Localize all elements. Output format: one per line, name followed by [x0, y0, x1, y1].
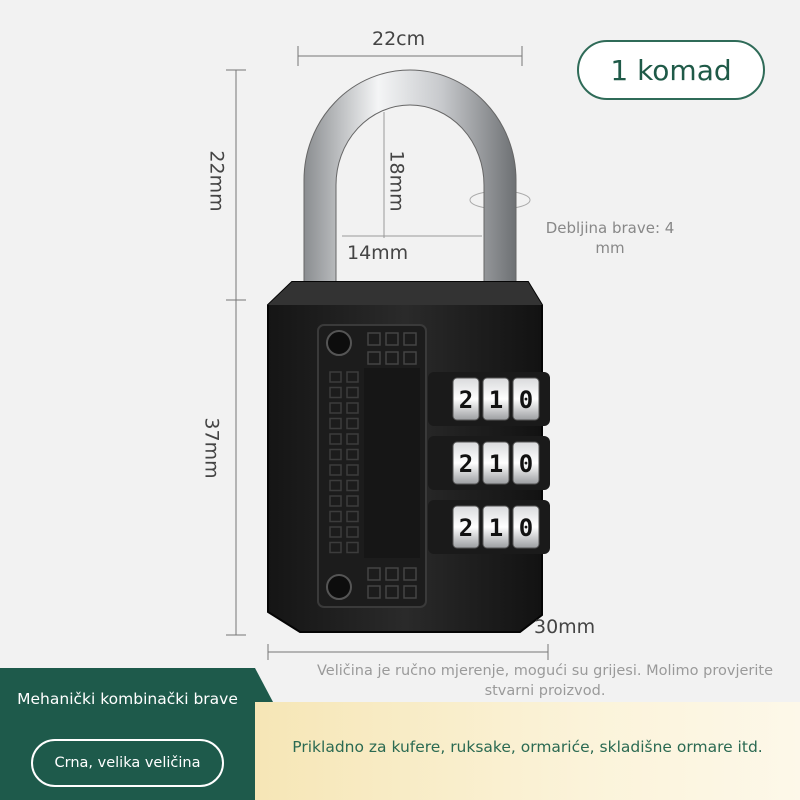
dial-digit: 1 — [489, 450, 503, 478]
dial-wheel — [482, 505, 510, 549]
dim-shackle-height: 22mm — [205, 150, 228, 212]
footer-gold-panel — [255, 702, 800, 800]
thickness-label: Debljina brave: 4 mm — [545, 219, 675, 257]
dial-digit: 1 — [489, 514, 503, 542]
dial-wheel — [512, 441, 540, 485]
shackle — [303, 69, 517, 296]
dial-wheel — [452, 377, 480, 421]
dial-digit: 0 — [519, 386, 533, 414]
screw-top — [326, 330, 352, 356]
dial-wheel — [512, 377, 540, 421]
dim-body-height: 37mm — [200, 417, 223, 479]
dial-digit: 1 — [489, 386, 503, 414]
dim-inner-height: 18mm — [385, 150, 408, 212]
dial-digit: 2 — [459, 386, 473, 414]
quantity-badge: 1 komad — [577, 40, 765, 100]
product-title: Mehanički kombinački brave — [17, 690, 238, 708]
usage-text: Prikladno za kufere, ruksake, ormariće, … — [292, 738, 763, 756]
variant-pill: Crna, velika veličina — [31, 739, 224, 787]
screw-bottom — [326, 574, 352, 600]
dial-wheel — [452, 505, 480, 549]
dial-wheel — [482, 377, 510, 421]
dial-wheel — [482, 441, 510, 485]
dial-digit: 0 — [519, 450, 533, 478]
dial-digit: 2 — [459, 450, 473, 478]
dial-wheel — [512, 505, 540, 549]
dim-body-width: 30mm — [534, 616, 596, 638]
dim-inner-width: 14mm — [347, 242, 409, 264]
dial-digit: 2 — [459, 514, 473, 542]
measurement-note: Veličina je ručno mjerenje, mogući su gr… — [317, 663, 773, 699]
dim-top-width: 22cm — [372, 28, 426, 50]
dial-wheel — [452, 441, 480, 485]
dial-digit: 0 — [519, 514, 533, 542]
